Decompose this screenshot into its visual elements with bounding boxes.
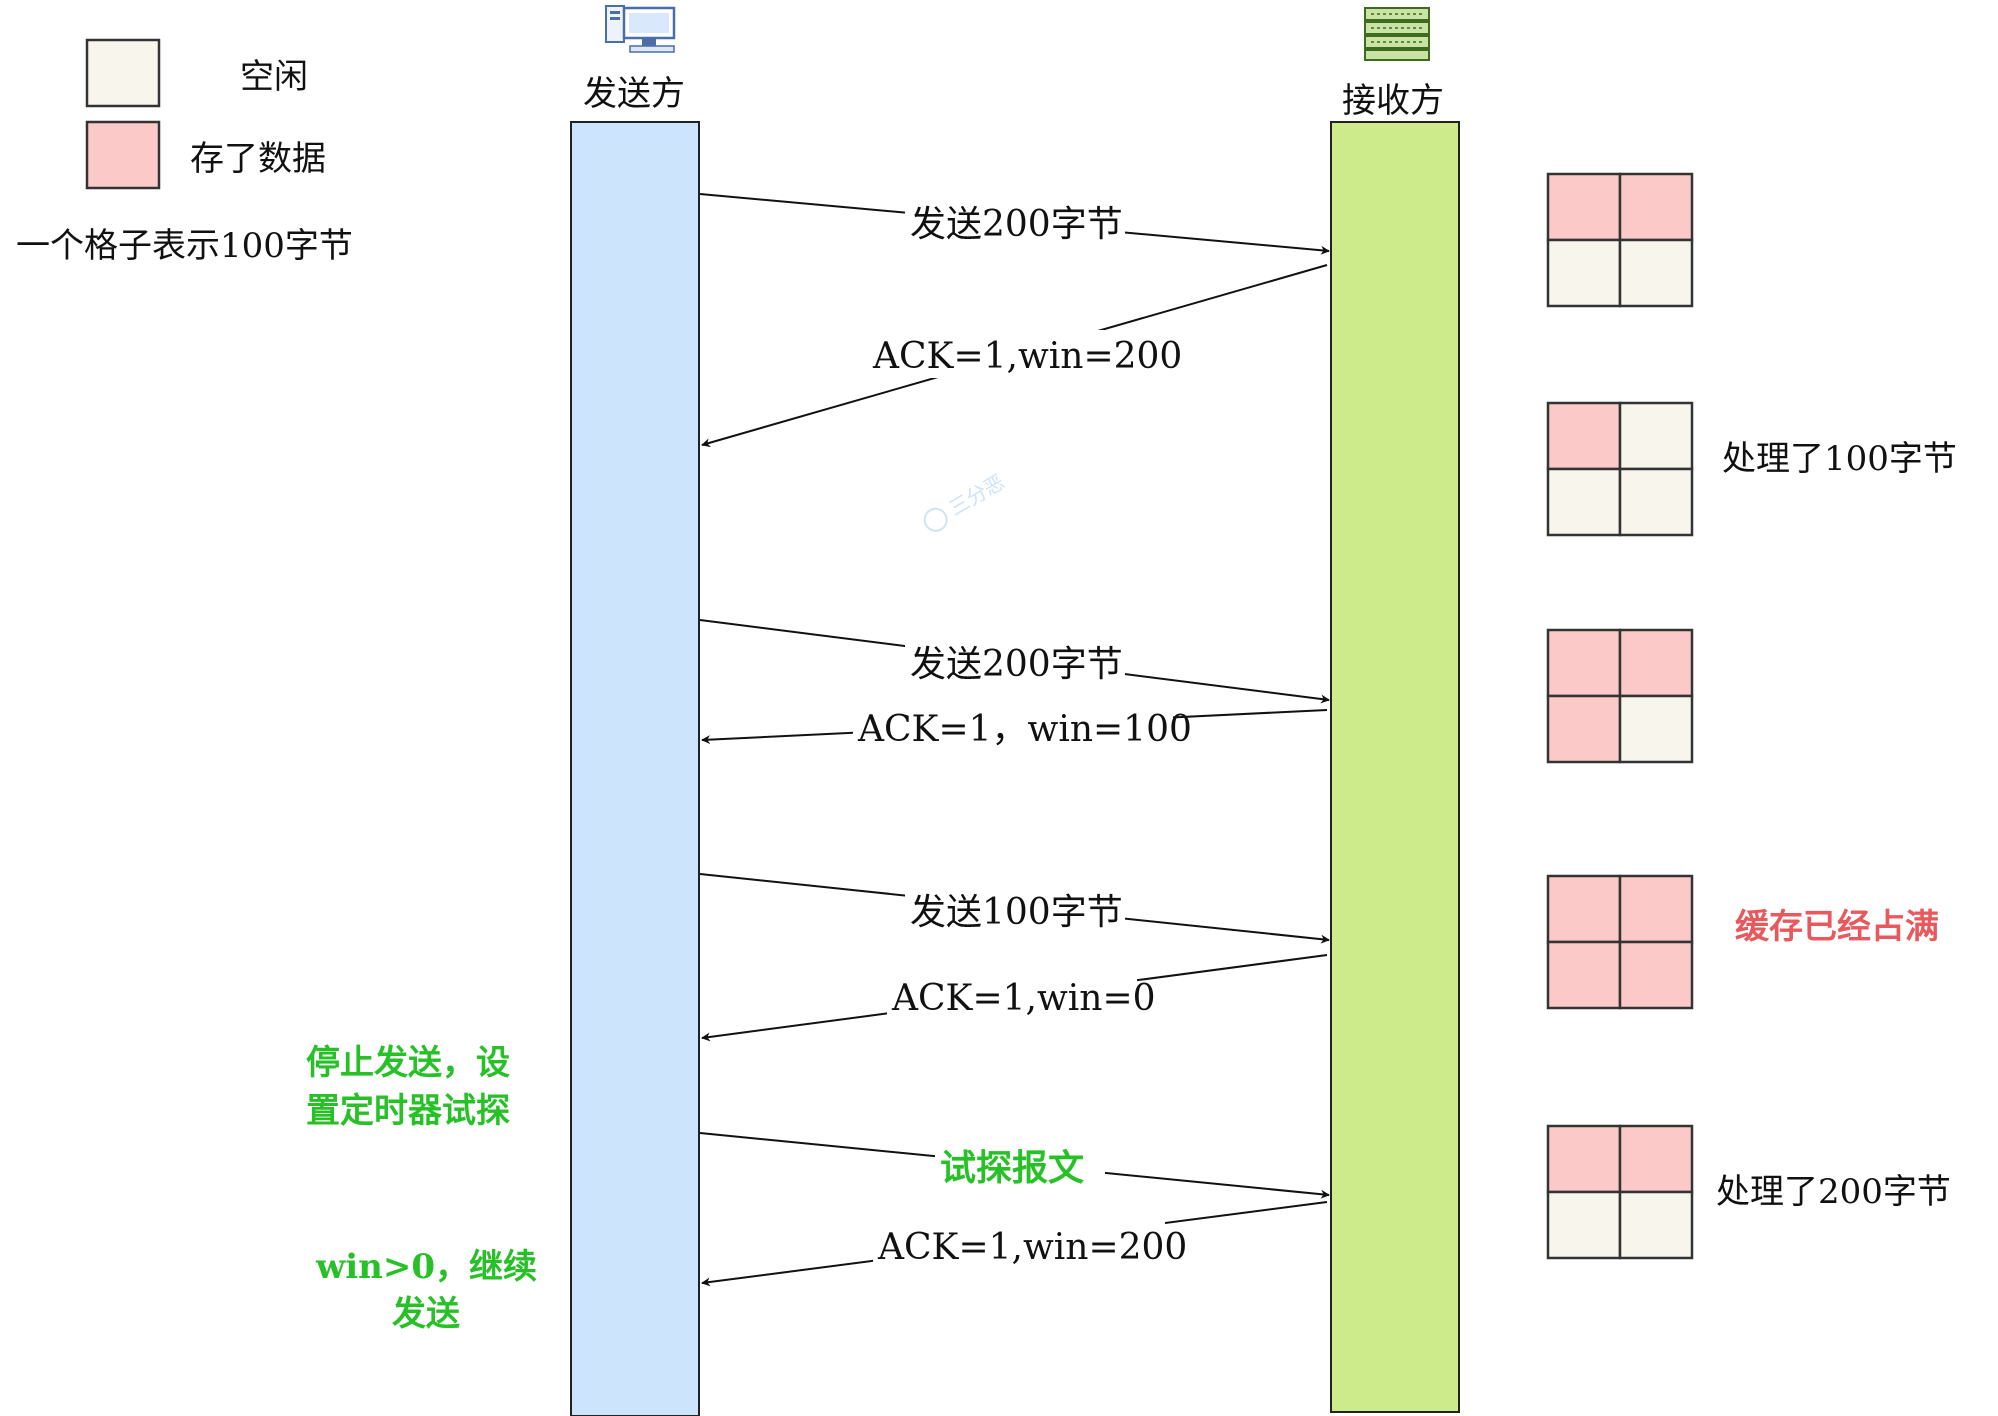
watermark-text: 三分恶	[945, 470, 1009, 521]
buffer-cell-used	[1546, 401, 1622, 471]
buffer-note-2: 处理了100字节	[1722, 439, 1957, 479]
buffer-cell-used	[1546, 694, 1622, 764]
message-labels: 发送200字节 ACK=1,win=200 发送200字节 ACK=1，win=…	[853, 198, 1192, 1270]
buffer-grid-1	[1546, 172, 1694, 308]
computer-icon	[605, 5, 676, 53]
buffer-cell-used	[1546, 172, 1622, 242]
buffer-note-5: 处理了200字节	[1716, 1172, 1951, 1212]
watermark: 三分恶	[923, 470, 1009, 532]
stop-note-line1: 停止发送，设	[306, 1043, 510, 1083]
buffer-cell-used	[1546, 874, 1622, 944]
buffer-cell-free	[1618, 1190, 1694, 1260]
legend-used-label: 存了数据	[190, 139, 326, 179]
message-label-2: ACK=1,win=200	[872, 336, 1182, 377]
buffer-cell-free	[1618, 401, 1694, 471]
legend-free-label: 空闲	[240, 57, 308, 97]
buffer-cell-free	[1618, 238, 1694, 308]
receiver-title: 接收方	[1342, 81, 1444, 121]
buffer-grid-4	[1546, 874, 1694, 1010]
message-label-8: ACK=1,win=200	[877, 1227, 1187, 1268]
buffer-cell-used	[1618, 874, 1694, 944]
receiver-column: 接收方	[1330, 7, 1460, 1413]
resume-note-line1: win>0，继续	[315, 1247, 537, 1287]
buffer-cell-used	[1618, 1124, 1694, 1194]
server-icon	[1364, 7, 1430, 61]
sender-title: 发送方	[583, 74, 685, 114]
message-label-4: ACK=1，win=100	[857, 709, 1192, 750]
receiver-timeline-bar	[1330, 121, 1460, 1413]
resume-note-line2: 发送	[392, 1294, 460, 1334]
buffer-cell-free	[1618, 467, 1694, 537]
buffer-cell-free	[1618, 694, 1694, 764]
buffer-grid-3	[1546, 628, 1694, 764]
buffer-cell-free	[1546, 1190, 1622, 1260]
message-label-1: 发送200字节	[910, 204, 1123, 245]
stop-note-line2: 置定时器试探	[306, 1091, 510, 1131]
buffer-cell-used	[1618, 940, 1694, 1010]
buffer-cell-used	[1618, 628, 1694, 698]
message-label-7: 试探报文	[940, 1147, 1084, 1189]
buffer-cell-used	[1546, 940, 1622, 1010]
buffer-grid-5	[1546, 1124, 1694, 1260]
legend-unit-note: 一个格子表示100字节	[16, 226, 353, 266]
buffer-cell-used	[1546, 628, 1622, 698]
receiver-buffers	[1546, 172, 1694, 1260]
legend-free-swatch	[85, 38, 161, 108]
buffer-cell-used	[1618, 172, 1694, 242]
buffer-cell-used	[1546, 1124, 1622, 1194]
message-label-3: 发送200字节	[910, 644, 1123, 685]
buffer-cell-free	[1546, 238, 1622, 308]
buffer-cell-free	[1546, 467, 1622, 537]
sender-timeline-bar	[570, 121, 700, 1416]
message-label-5: 发送100字节	[910, 892, 1123, 933]
chat-bubble-icon	[923, 507, 948, 532]
buffer-note-4: 缓存已经占满	[1735, 907, 1939, 947]
sender-notes: 停止发送，设 置定时器试探 win>0，继续 发送	[306, 1043, 537, 1334]
legend-used-swatch	[85, 120, 161, 190]
legend: 空闲 存了数据 一个格子表示100字节	[16, 38, 353, 266]
buffer-notes: 处理了100字节 缓存已经占满 处理了200字节	[1716, 439, 1957, 1212]
sender-column: 发送方	[570, 5, 700, 1416]
message-label-6: ACK=1,win=0	[891, 978, 1156, 1019]
buffer-grid-2	[1546, 401, 1694, 537]
